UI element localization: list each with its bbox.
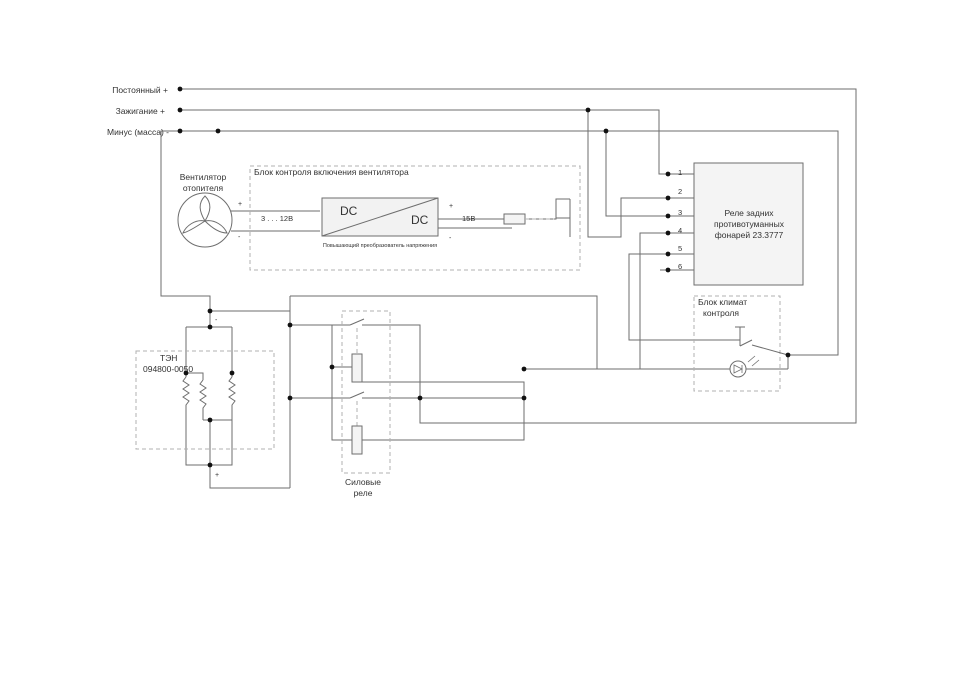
power-relays-label-line1: Силовые (345, 477, 381, 487)
minus-ground-label: Минус (масса) - (107, 127, 169, 137)
fan-plus-sign: + (238, 201, 242, 208)
junction-dots (177, 86, 791, 468)
power-relays-label-line2: реле (354, 488, 373, 498)
relay-pin-3: 3 (678, 208, 682, 217)
control-block-frame (249, 165, 581, 271)
relay-pin-4: 4 (678, 226, 682, 235)
relay-pin-leads (668, 173, 694, 271)
heater-plus-sign: + (215, 472, 219, 479)
control-block-title: Блок контроля включения вентилятора (254, 167, 409, 177)
relay-label-line2: противотуманных (714, 219, 785, 229)
constant-plus-label: Постоянный + (112, 85, 168, 95)
relay-pin-2: 2 (678, 187, 682, 196)
heater-label-line2: 094800-0050 (143, 364, 193, 374)
climate-block-frame (693, 295, 781, 392)
fan-minus-sign: - (238, 234, 241, 241)
relay-pin-1: 1 (678, 168, 682, 177)
dc-dc-converter (321, 197, 439, 237)
dc-input-label: DC (340, 204, 358, 218)
fan-label-line1: Вентилятор (180, 172, 227, 182)
fan-label-line2: отопителя (183, 183, 224, 193)
wiring (160, 88, 857, 489)
output-voltage-label: 15В (462, 214, 475, 223)
converter-out-minus: - (449, 235, 452, 242)
heater-frame (135, 350, 275, 450)
power-relays-frame (341, 310, 391, 474)
button-switch-icon (735, 326, 789, 356)
relay-label-line3: фонарей 23.3777 (715, 230, 784, 240)
control-relay-coil (503, 213, 526, 225)
converter-caption: Повышающий преобразователь напряжения (323, 242, 437, 249)
indicator-led-icon (729, 355, 760, 378)
relay-label-line1: Реле задних (724, 208, 774, 218)
fog-light-relay (693, 162, 804, 286)
heater-label-line1: ТЭН (160, 353, 177, 363)
fan-icon (177, 192, 233, 248)
converter-out-plus: + (449, 203, 453, 210)
relay-pin-5: 5 (678, 244, 682, 253)
dc-output-label: DC (411, 213, 429, 227)
power-relay-1 (349, 318, 365, 383)
input-voltage-label: 3 . . . 12В (261, 214, 293, 223)
climate-label-line2: контроля (703, 308, 739, 318)
power-relay-2 (349, 391, 365, 455)
climate-label-line1: Блок климат (698, 297, 747, 307)
heater-element-icon (182, 376, 236, 421)
ignition-plus-label: Зажигание + (116, 106, 165, 116)
relay-pin-6: 6 (678, 262, 682, 271)
heater-minus-sign: - (215, 317, 218, 324)
